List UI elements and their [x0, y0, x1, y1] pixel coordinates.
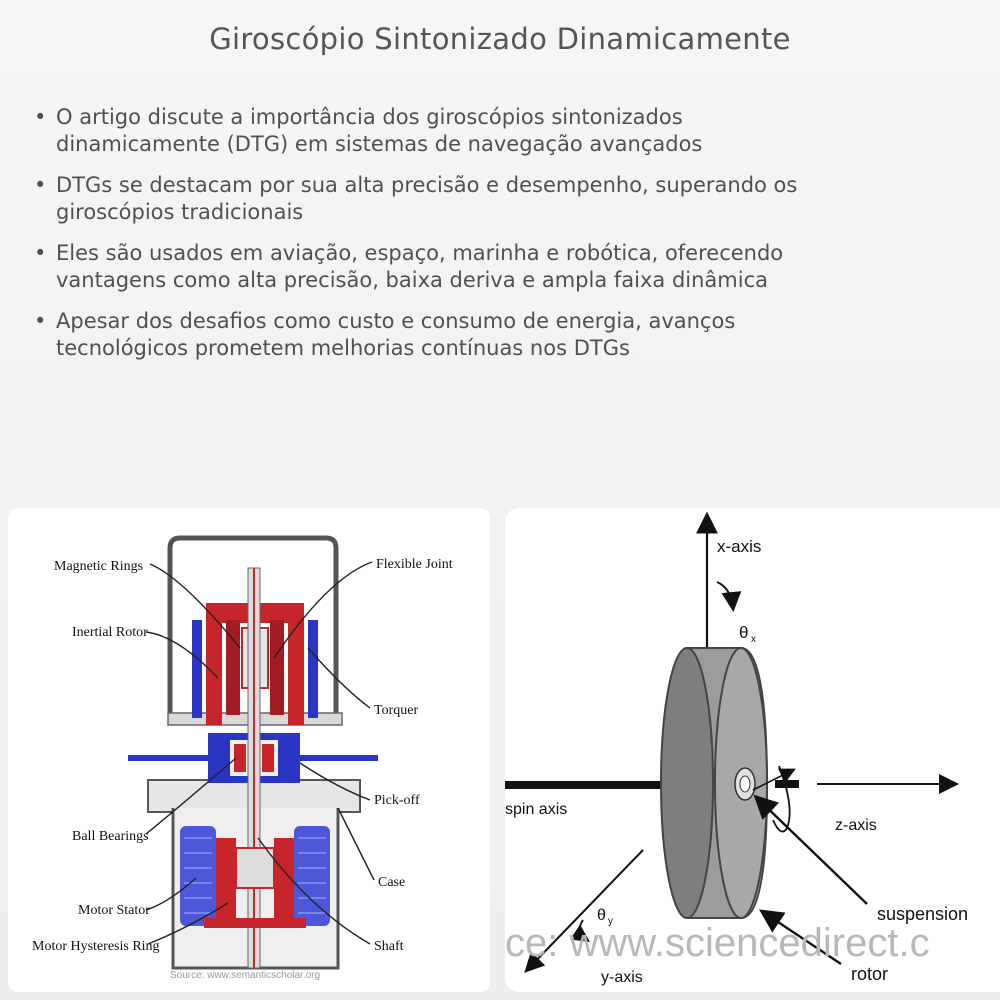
label-inertial-rotor: Inertial Rotor	[72, 625, 148, 640]
bullet-line: DTGs se destacam por sua alta precisão e…	[56, 173, 798, 197]
spin-axis-label: spin axis	[505, 801, 567, 818]
motor-stator	[180, 826, 330, 926]
rotor-axes-panel: x-axis θ x spin axis z-axis θ y suspensi…	[505, 508, 1000, 992]
magnetic-rings	[206, 603, 304, 725]
bullet-item: • Eles são usados em aviação, espaço, ma…	[32, 240, 962, 294]
label-ball-bearings: Ball Bearings	[72, 829, 149, 844]
bullet-list: • O artigo discute a importância dos gir…	[32, 104, 962, 376]
suspension-pointer	[753, 794, 868, 905]
rotor-axes-diagram: x-axis θ x spin axis z-axis θ y suspensi…	[505, 511, 968, 986]
bullet-line: Eles são usados em aviação, espaço, mari…	[56, 241, 784, 265]
label-case: Case	[378, 875, 405, 890]
bullet-dot: •	[34, 173, 47, 197]
label-flexible-joint: Flexible Joint	[376, 557, 453, 572]
bullet-line: tecnológicos prometem melhorias contínua…	[56, 336, 630, 360]
spin-axis-shaft	[505, 781, 667, 789]
theta-x-subscript: x	[751, 634, 756, 645]
dtg-cross-section-panel: Magnetic Rings Inertial Rotor Ball Beari…	[8, 508, 490, 992]
label-pick-off: Pick-off	[374, 793, 420, 808]
bullet-line: giroscópios tradicionais	[56, 200, 304, 224]
z-axis-label: z-axis	[835, 817, 877, 834]
y-axis-label: y-axis	[601, 969, 643, 986]
theta-y-label: θ	[597, 907, 606, 924]
theta-y-arrow	[570, 919, 590, 942]
bullet-dot: •	[34, 241, 47, 265]
label-torquer: Torquer	[374, 703, 418, 718]
theta-x-label: θ	[739, 623, 748, 642]
bullet-line: O artigo discute a importância dos giros…	[56, 105, 683, 129]
label-motor-stator: Motor Stator	[78, 903, 150, 918]
suspension-label: suspension	[877, 904, 968, 924]
case-frame	[167, 535, 339, 723]
label-magnetic-rings: Magnetic Rings	[54, 559, 143, 574]
bullet-line: dinamicamente (DTG) em sistemas de naveg…	[56, 132, 703, 156]
label-shaft: Shaft	[374, 939, 404, 954]
dtg-cross-section-diagram: Magnetic Rings Inertial Rotor Ball Beari…	[32, 535, 453, 981]
bullet-item: • Apesar dos desafios como custo e consu…	[32, 308, 962, 362]
y-axis-arrow	[524, 849, 644, 973]
theta-x-arrow	[716, 581, 742, 612]
rotor-label: rotor	[851, 964, 888, 984]
theta-y-subscript: y	[608, 916, 613, 927]
source-watermark: ce: www.sciencedirect.c	[505, 921, 930, 965]
leader-lines	[145, 561, 375, 945]
label-motor-hysteresis-ring: Motor Hysteresis Ring	[32, 939, 160, 954]
bullet-dot: •	[34, 309, 47, 333]
x-axis-label: x-axis	[717, 537, 761, 556]
bullet-item: • O artigo discute a importância dos gir…	[32, 104, 962, 158]
source-credit: Source: www.semanticscholar.org	[170, 970, 320, 981]
bullet-item: • DTGs se destacam por sua alta precisão…	[32, 172, 962, 226]
rotor-pointer	[759, 909, 842, 965]
page-title: Giroscópio Sintonizado Dinamicamente	[209, 22, 791, 56]
bullet-dot: •	[34, 105, 47, 129]
rotor-disk	[660, 647, 769, 919]
bullet-line: Apesar dos desafios como custo e consumo…	[56, 309, 736, 333]
bullet-line: vantagens como alta precisão, baixa deri…	[56, 268, 768, 292]
